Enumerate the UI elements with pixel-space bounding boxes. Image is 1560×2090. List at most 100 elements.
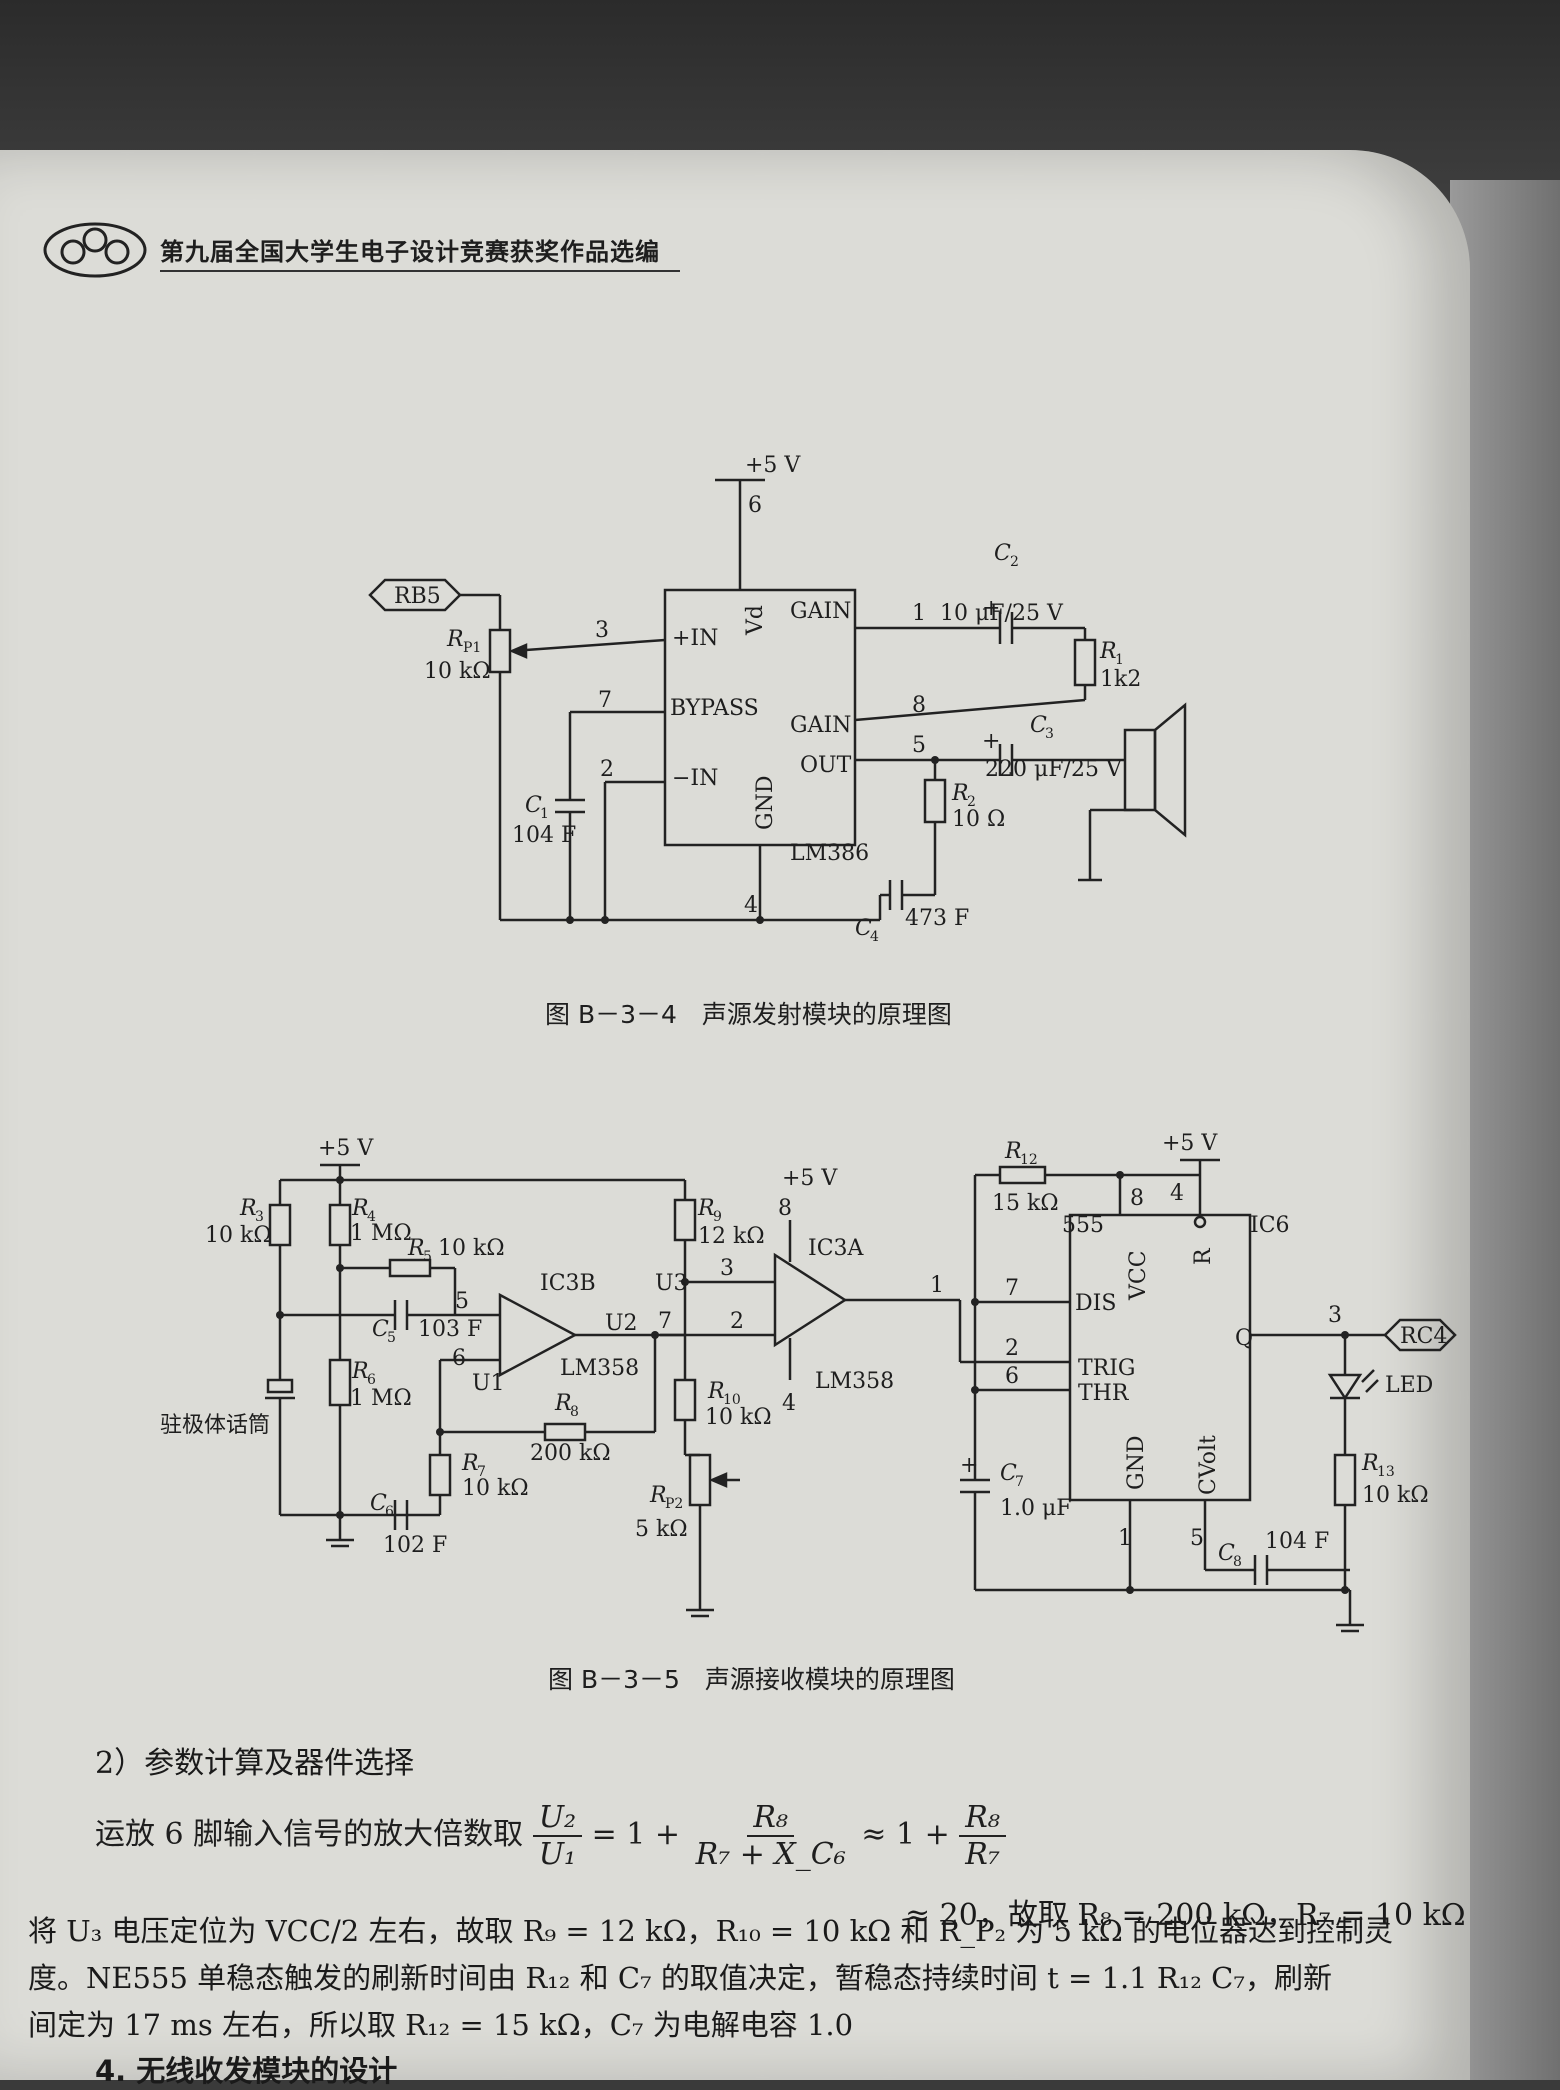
label-r12: R [1004,1139,1022,1164]
label-p7: 7 [658,1309,672,1334]
label-c4: C [855,916,872,941]
label-c6-sub: 6 [385,1504,394,1520]
label-p4: 4 [782,1391,796,1416]
label-rp1-sub: P1 [463,640,481,656]
label-in-minus: −IN [672,766,718,791]
label-r7-sub: 7 [477,1464,486,1480]
label-r9-sub: 9 [713,1209,722,1225]
label-r2: R [951,781,969,806]
label-r12-sub: 12 [1020,1152,1038,1168]
label-vcc-rx1: +5 V [318,1136,374,1161]
label-r8-val: 200 kΩ [530,1441,611,1466]
label-rc4: RC4 [1400,1324,1447,1349]
label-r6: R [351,1359,369,1384]
body-line-2: 将 U₃ 电压定位为 VCC/2 左右，故取 R₉ = 12 kΩ，R₁₀ = … [28,1914,1394,1948]
label-r5-sub: 5 [423,1249,432,1265]
label-pin7: 7 [598,688,612,713]
label-pin3: 3 [595,618,609,643]
label-p5: 5 [455,1289,469,1314]
label-r4: R [351,1196,369,1221]
formula-eq1: = 1 + [591,1817,681,1852]
frac3-num: R₈ [959,1800,1006,1837]
fraction-r8-sum: R₈ R₇ + X_C₆ [690,1800,852,1872]
label-r4-val: 1 MΩ [350,1221,412,1246]
label-c7: C [1000,1461,1017,1486]
label-c5: C [372,1317,389,1342]
label-c3-val: 220 μF/25 V [985,757,1123,782]
label-rp2-val: 5 kΩ [635,1517,688,1542]
page-header: 第九届全国大学生电子设计竞赛获奖作品选编 [40,210,680,280]
label-t5: 5 [1190,1526,1204,1551]
label-r10-val: 10 kΩ [705,1405,772,1430]
label-vd: Vd [743,605,768,636]
label-r3: R [239,1196,257,1221]
label-led: LED [1385,1373,1433,1398]
figure-transmitter-circuit: +5 V 6 RB5 R P1 10 kΩ 3 7 2 +IN BYPASS −… [368,453,1187,945]
label-r9-val: 12 kΩ [698,1224,765,1249]
label-thr: THR [1078,1381,1130,1406]
label-r8-sub: 8 [570,1404,579,1420]
header-title: 第九届全国大学生电子设计竞赛获奖作品选编 [160,238,660,266]
section-heading: 2）参数计算及器件选择 [95,1746,415,1781]
label-r7: R [461,1451,479,1476]
label-r10-sub: 10 [723,1392,741,1408]
figure2-caption: 图 B－3－5 声源接收模块的原理图 [548,1665,955,1694]
label-c7-sub: 7 [1015,1474,1024,1490]
label-c2-sub: 2 [1010,554,1019,570]
label-t7: 7 [1005,1276,1019,1301]
label-u3: U3 [655,1271,688,1296]
label-r6-sub: 6 [367,1372,376,1388]
label-c1: C [525,793,542,818]
label-c2-plus: + [982,596,1000,621]
formula-eq2: ≈ 1 + [861,1817,950,1852]
label-u1: U1 [472,1371,505,1396]
label-rp2: R [649,1483,667,1508]
label-r13-sub: 13 [1377,1464,1395,1480]
label-vcc-tx: +5 V [745,453,801,478]
fraction-r8-r7: R₈ R₇ [959,1800,1006,1872]
label-mic: 驻极体话筒 [160,1413,270,1438]
label-rp1: R [446,627,464,652]
label-r3-sub: 3 [255,1209,264,1225]
label-c5-sub: 5 [387,1330,396,1346]
label-r3-val: 10 kΩ [205,1223,272,1248]
label-t8: 8 [1130,1186,1144,1211]
label-c3-sub: 3 [1045,726,1054,742]
label-r5: R [407,1236,425,1261]
label-c7-val: 1.0 μF [1000,1496,1072,1521]
label-t3: 3 [1328,1303,1342,1328]
label-trig: TRIG [1078,1356,1136,1381]
label-r1: R [1099,639,1117,664]
label-lm358b: LM358 [815,1369,894,1394]
frac2-den: R₇ + X_C₆ [695,1837,846,1872]
label-gnd-555: GND [1124,1436,1149,1490]
label-t6: 6 [1005,1364,1019,1389]
label-in-plus: +IN [672,626,718,651]
label-c2: C [994,541,1011,566]
label-c1-val: 104 F [512,823,576,848]
label-r2-val: 10 Ω [952,807,1005,832]
label-ic3b: IC3B [540,1271,596,1296]
label-ic6: IC6 [1250,1213,1290,1238]
label-c3: C [1030,713,1047,738]
label-p1: 1 [930,1273,944,1298]
label-r10: R [707,1379,725,1404]
frac2-num: R₈ [747,1800,794,1837]
label-pin4: 4 [744,893,758,918]
label-bypass: BYPASS [670,696,759,721]
label-pin8: 8 [912,693,926,718]
label-r6-val: 1 MΩ [350,1386,412,1411]
label-vcc-rx3: +5 V [1162,1131,1218,1156]
label-c2-val: 10 μF/25 V [940,601,1064,626]
label-rb5: RB5 [394,584,441,609]
formula-prefix: 运放 6 脚输入信号的放大倍数取 [95,1817,524,1852]
label-r4-sub: 4 [367,1209,376,1225]
label-p6: 6 [452,1346,466,1371]
label-pin5: 5 [912,733,926,758]
header-rule [160,270,680,272]
frac1-den: U₁ [538,1837,577,1872]
label-r-pin: R [1191,1247,1216,1265]
label-rp1-val: 10 kΩ [424,659,491,684]
label-c4-val: 473 F [905,906,969,931]
label-c8-sub: 8 [1233,1554,1242,1570]
